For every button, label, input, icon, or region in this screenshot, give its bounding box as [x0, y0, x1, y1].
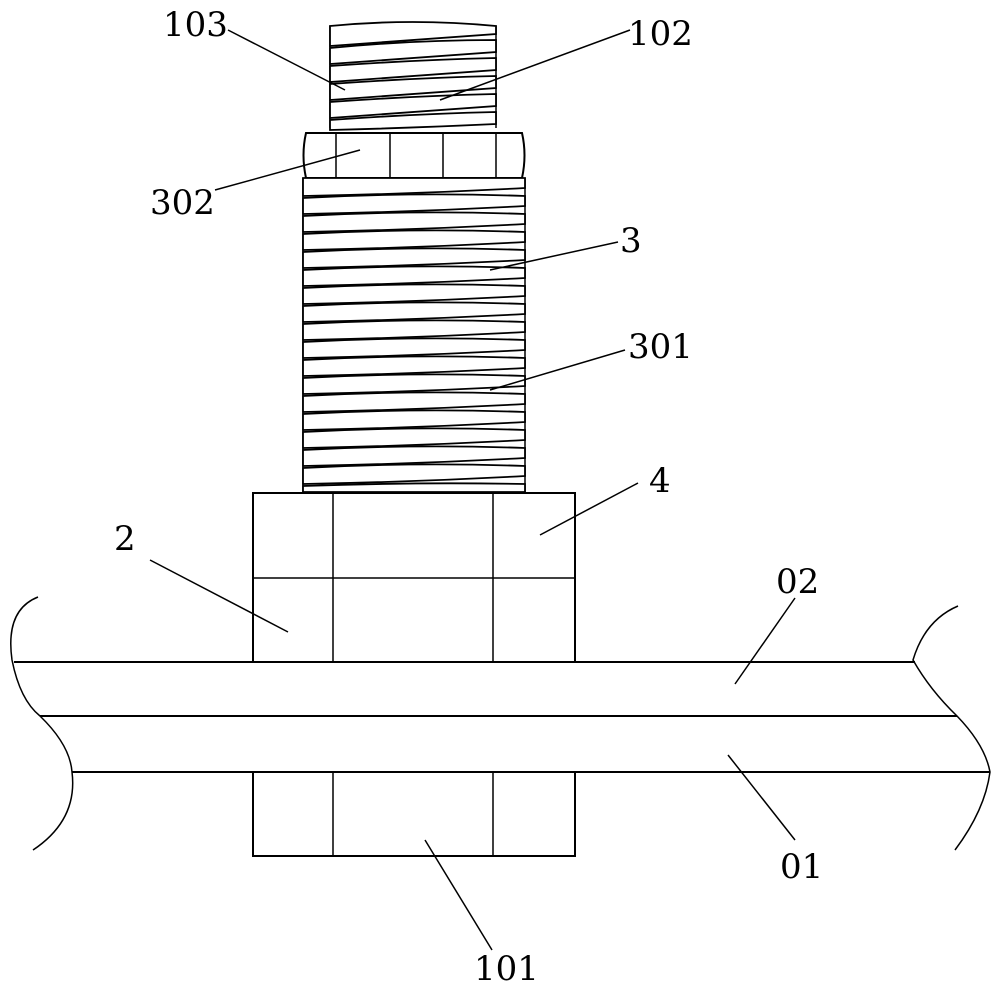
leader-lines — [149, 29, 796, 951]
lower-block-101 — [252, 772, 576, 857]
label-103: 103 — [163, 5, 228, 45]
threaded-sleeve-3 — [302, 177, 526, 493]
label-102: 102 — [628, 14, 693, 54]
plates-02-01 — [10, 596, 991, 851]
label-302: 302 — [150, 183, 215, 223]
nut-4-and-block-2 — [252, 492, 576, 663]
hex-collar-302 — [302, 132, 526, 179]
label-01: 01 — [780, 847, 823, 887]
label-2: 2 — [114, 519, 136, 559]
label-02: 02 — [776, 562, 819, 602]
label-4: 4 — [649, 461, 671, 501]
label-101: 101 — [474, 949, 539, 989]
label-3: 3 — [620, 221, 642, 261]
upper-bolt-thread — [329, 21, 497, 131]
label-301: 301 — [628, 327, 693, 367]
